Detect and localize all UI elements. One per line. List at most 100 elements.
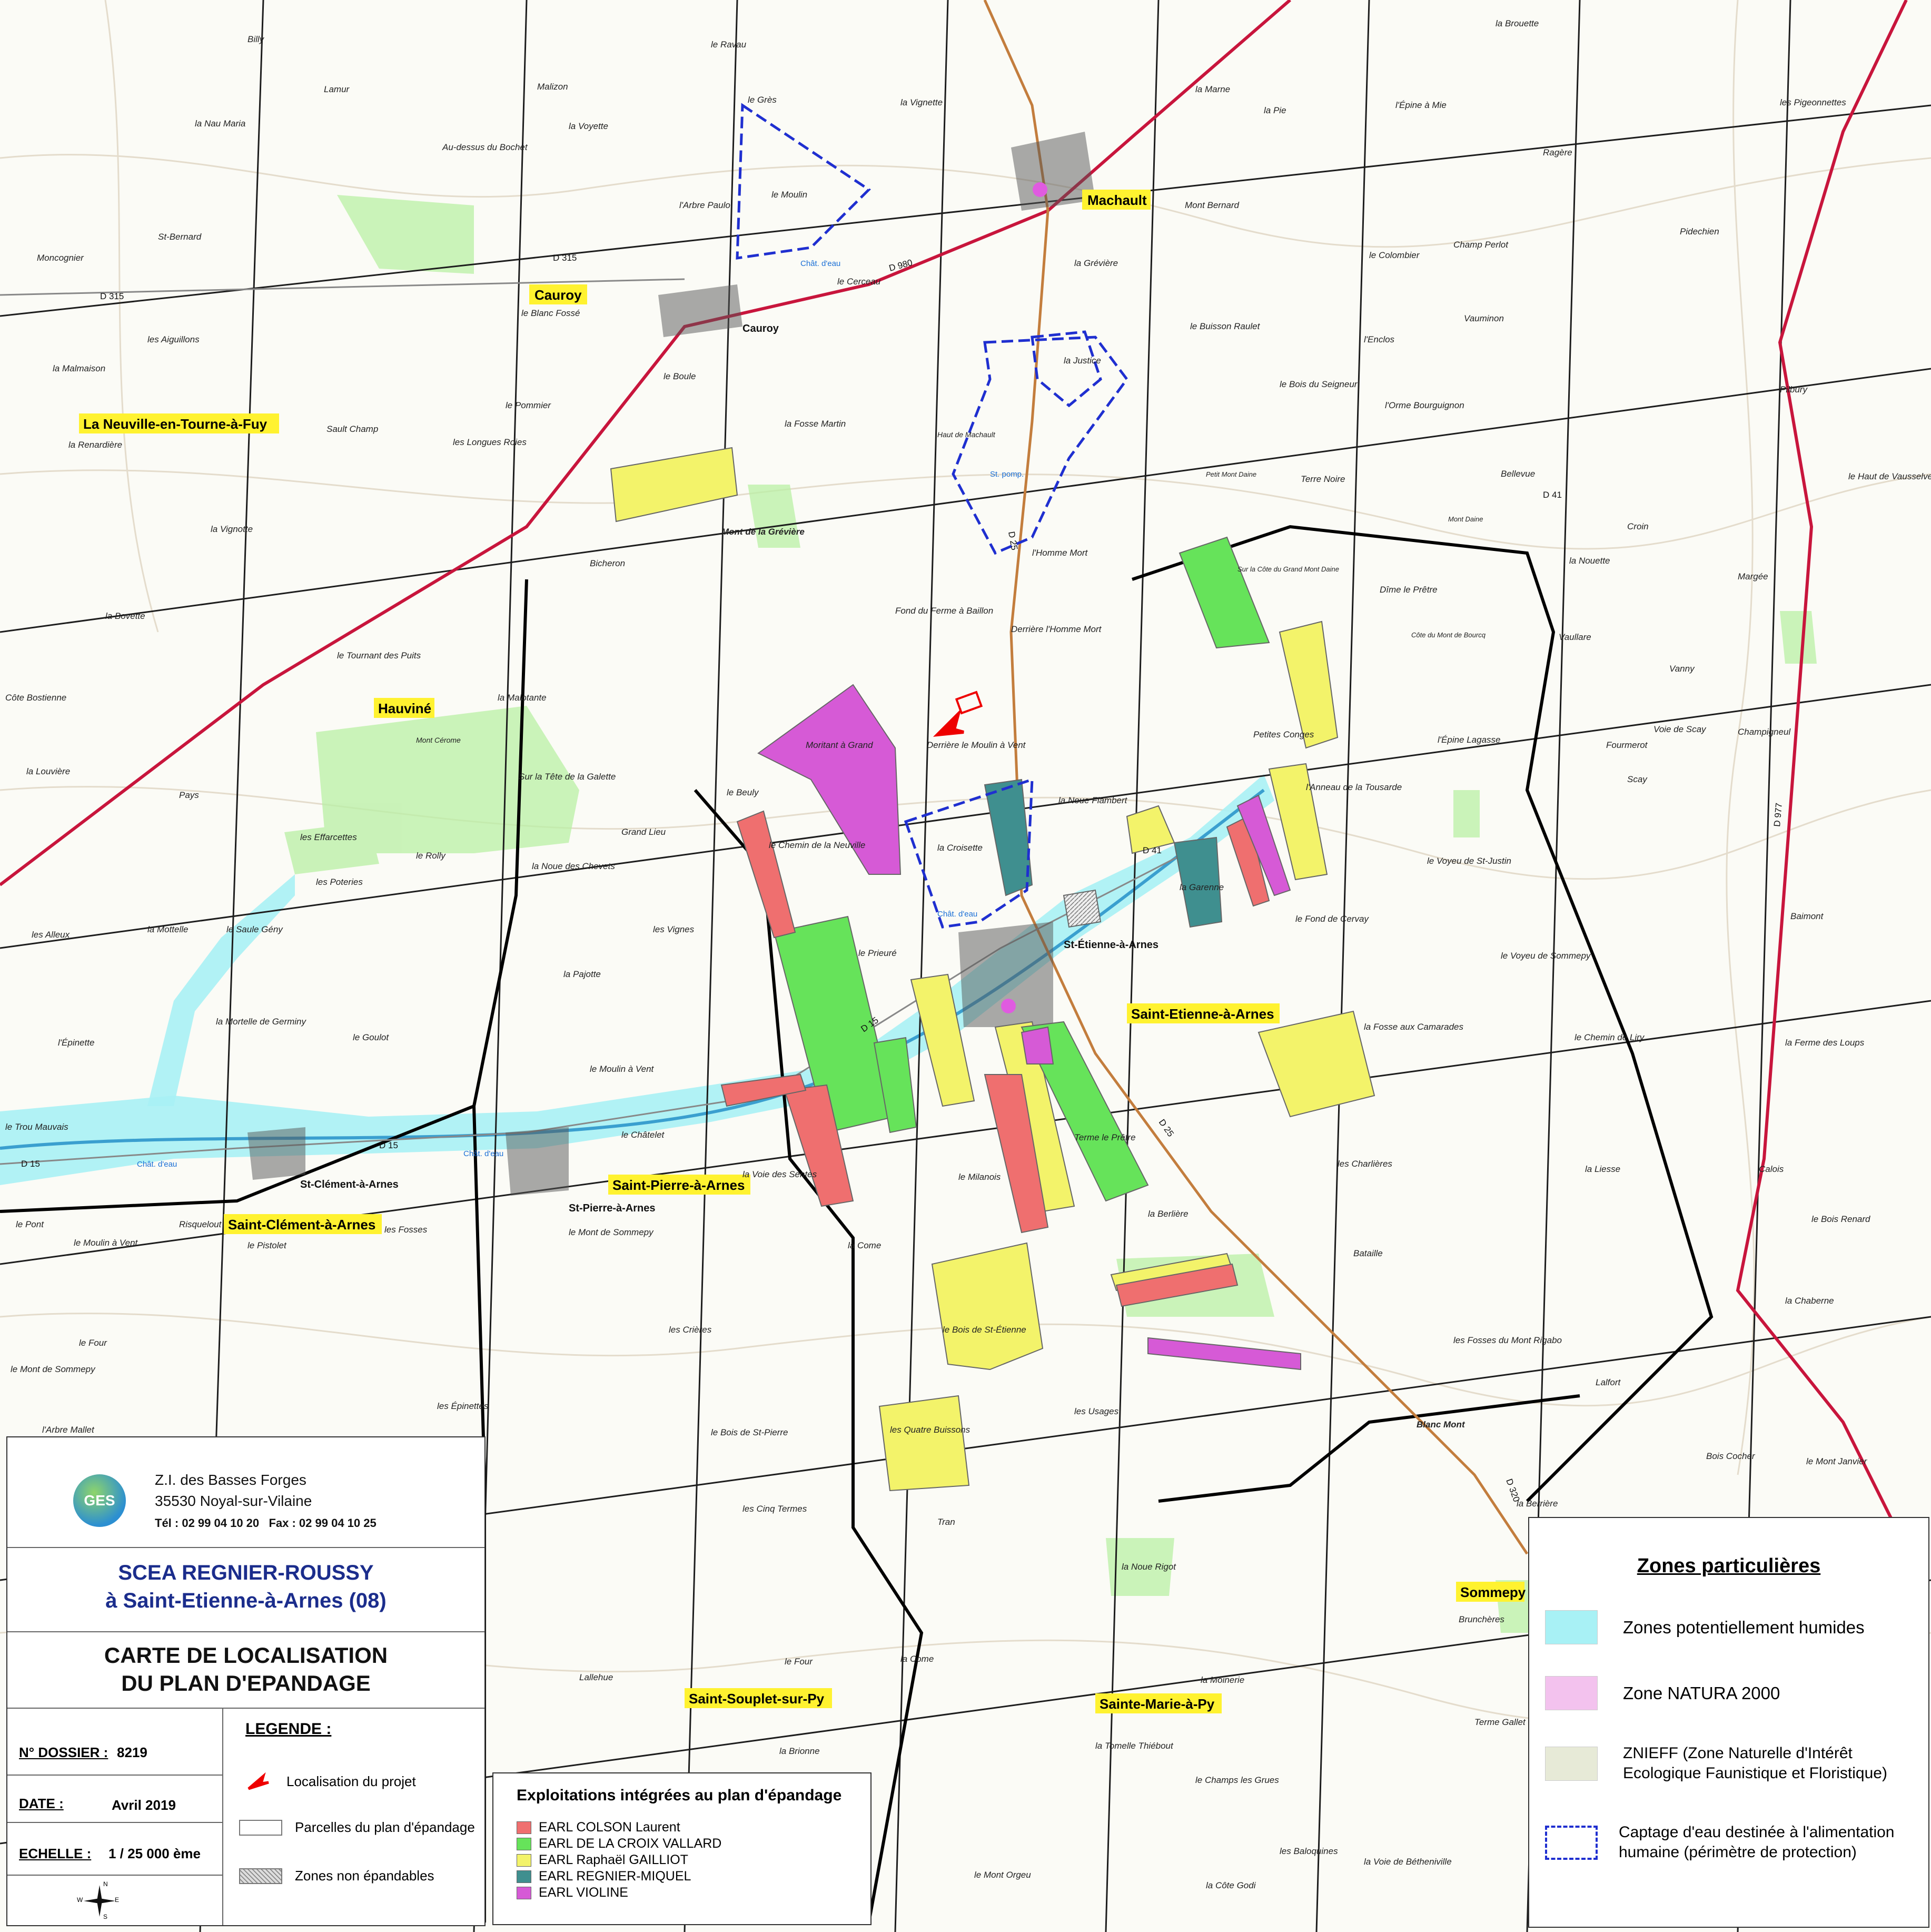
svg-text:Margée: Margée (1738, 571, 1768, 581)
natura-2000-st-etienne (1001, 999, 1016, 1013)
exploitation-item: EARL VIOLINE (517, 1885, 628, 1900)
svg-text:les Aiguillons: les Aiguillons (147, 334, 200, 344)
svg-text:Sur la Côte du Grand Mont Dain: Sur la Côte du Grand Mont Daine (1237, 565, 1339, 573)
svg-text:Billy: Billy (247, 34, 265, 44)
svg-text:la Louvière: la Louvière (26, 766, 70, 776)
svg-text:Saint-Souplet-sur-Py: Saint-Souplet-sur-Py (689, 1691, 825, 1707)
legend-block: LEGENDE : Localisation du projet Parcell… (223, 1709, 484, 1925)
svg-text:Pilbury: Pilbury (1780, 385, 1808, 395)
svg-text:Chât. d'eau: Chât. d'eau (137, 1160, 177, 1169)
village-labels: Cauroy St-Étienne-à-Arnes St-Pierre-à-Ar… (300, 323, 1158, 1214)
svg-text:la Mottelle: la Mottelle (147, 924, 188, 934)
map-title-line2: DU PLAN D'EPANDAGE (121, 1671, 371, 1696)
svg-text:le Blanc Fossé: le Blanc Fossé (521, 308, 580, 318)
wetland-swatch (1545, 1610, 1598, 1644)
exploitation-label: EARL VIOLINE (539, 1885, 628, 1900)
svg-text:la Noue Flambert: la Noue Flambert (1058, 795, 1128, 805)
svg-text:le Chemin de Liry: le Chemin de Liry (1574, 1032, 1645, 1042)
svg-text:le Châtelet: le Châtelet (621, 1130, 665, 1140)
svg-text:Saint-Clément-à-Arnes: Saint-Clément-à-Arnes (228, 1217, 375, 1233)
svg-text:le Moulin: le Moulin (771, 190, 807, 200)
scale-value: 1 / 25 000 ème (108, 1846, 201, 1861)
company-line1: Z.I. des Basses Forges (155, 1472, 306, 1488)
svg-text:Sur la Tête de la Galette: Sur la Tête de la Galette (519, 772, 616, 782)
road-d977 (1736, 0, 1908, 1529)
captage-swatch (1545, 1825, 1598, 1860)
svg-text:Bois Cocher: Bois Cocher (1706, 1451, 1756, 1461)
svg-text:l'Orme Bourguignon: l'Orme Bourguignon (1385, 400, 1464, 410)
svg-text:les Cinq Termes: les Cinq Termes (742, 1504, 807, 1514)
svg-text:les Quatre Buissons: les Quatre Buissons (890, 1425, 971, 1435)
svg-text:D 977: D 977 (1772, 802, 1784, 827)
compass-rose-icon: N S E W (77, 1880, 120, 1920)
svg-text:Au-dessus du Bochet: Au-dessus du Bochet (442, 142, 528, 152)
commune-sommepy: Sommepy (1456, 1582, 1526, 1602)
svg-text:le Ravau: le Ravau (711, 40, 747, 50)
svg-text:Saint-Pierre-à-Arnes: Saint-Pierre-à-Arnes (612, 1177, 745, 1193)
svg-text:la Renardière: la Renardière (68, 440, 122, 450)
svg-text:l'Épinette: l'Épinette (58, 1038, 94, 1048)
zone-wetland: Zones potentiellement humides (1545, 1610, 1865, 1644)
exploitation-swatch (517, 1870, 531, 1883)
svg-text:les Pigeonnettes: les Pigeonnettes (1780, 97, 1846, 107)
svg-text:Sommepy: Sommepy (1460, 1584, 1526, 1600)
svg-text:La Neuville-en-Tourne-à-Fuy: La Neuville-en-Tourne-à-Fuy (83, 416, 268, 432)
svg-text:le Champs les Grues: le Champs les Grues (1195, 1775, 1279, 1785)
svg-text:la Nouette: la Nouette (1569, 556, 1610, 566)
green-zones (284, 195, 1817, 1633)
svg-text:les Usages: les Usages (1074, 1406, 1119, 1416)
svg-text:l'Épine à Mie: l'Épine à Mie (1395, 100, 1447, 110)
svg-text:Malizon: Malizon (537, 82, 568, 92)
natura-2000-machault (1033, 182, 1047, 197)
svg-text:le Prieuré: le Prieuré (858, 948, 897, 958)
svg-text:les Longues Roies: les Longues Roies (453, 437, 527, 447)
svg-text:l'Anneau de la Tousarde: l'Anneau de la Tousarde (1306, 782, 1402, 792)
svg-text:Machault: Machault (1087, 192, 1147, 208)
svg-text:le Bois de St-Pierre: le Bois de St-Pierre (711, 1427, 788, 1437)
road-d315 (0, 278, 685, 296)
svg-text:les Effarcettes: les Effarcettes (300, 832, 357, 842)
zones-panel: Zones particulières Zones potentiellemen… (1528, 1517, 1929, 1928)
legend-item-project: Localisation du projet (245, 1771, 416, 1792)
exploitation-swatch (517, 1886, 531, 1899)
exploitation-label: EARL COLSON Laurent (539, 1820, 680, 1835)
svg-text:le Saule Gény: le Saule Gény (226, 924, 283, 934)
svg-text:le Bois du Seigneur: le Bois du Seigneur (1280, 379, 1358, 389)
znieff-swatch (1545, 1746, 1598, 1781)
svg-text:Lalfort: Lalfort (1596, 1377, 1621, 1387)
svg-text:St-Étienne-à-Arnes: St-Étienne-à-Arnes (1064, 939, 1158, 951)
svg-text:Risquelout: Risquelout (179, 1219, 222, 1229)
meta-block: N° DOSSIER : 8219 DATE : Avril 2019 ECHE… (7, 1709, 223, 1925)
project-location (933, 691, 983, 737)
svg-text:Mont Bernard: Mont Bernard (1185, 200, 1240, 210)
hatch-swatch (239, 1868, 282, 1884)
svg-text:Mont Daine: Mont Daine (1448, 515, 1483, 523)
svg-text:Sault Champ: Sault Champ (326, 424, 378, 434)
svg-text:le Fond de Cervay: le Fond de Cervay (1295, 914, 1369, 924)
svg-text:le Mont Orgeu: le Mont Orgeu (974, 1870, 1031, 1880)
commune-labels: Machault Cauroy La Neuville-en-Tourne-à-… (79, 190, 1526, 1713)
svg-text:les Fosses: les Fosses (384, 1225, 428, 1235)
svg-text:la Malotante: la Malotante (498, 693, 547, 703)
red-arrow-icon (247, 1772, 269, 1790)
svg-text:les Charlières: les Charlières (1338, 1159, 1392, 1169)
svg-text:le Mont Janvier: le Mont Janvier (1806, 1456, 1868, 1466)
svg-text:la Noue des Chevets: la Noue des Chevets (532, 861, 615, 871)
scale-label: ECHELLE : (19, 1846, 92, 1861)
svg-text:les Épinettes: les Épinettes (437, 1401, 489, 1411)
svg-text:St-Pierre-à-Arnes: St-Pierre-à-Arnes (569, 1202, 656, 1214)
water-labels: Chât. d'eau Chât. d'eau Chât. d'eau Chât… (137, 259, 1024, 1169)
svg-text:Petites Conges: Petites Conges (1253, 730, 1314, 740)
svg-text:la Vignotte: la Vignotte (211, 524, 253, 534)
svg-text:Fond du Ferme à Baillon: Fond du Ferme à Baillon (895, 606, 993, 616)
svg-text:le Colombier: le Colombier (1369, 250, 1420, 260)
svg-text:le Boule: le Boule (664, 371, 696, 381)
svg-text:la Voie des Sentes: la Voie des Sentes (742, 1169, 817, 1179)
svg-text:Moncognier: Moncognier (37, 253, 84, 263)
exploitation-label: EARL Raphaël GAILLIOT (539, 1852, 688, 1867)
commune-machault: Machault (1082, 190, 1151, 210)
dossier-label: N° DOSSIER : (19, 1744, 108, 1760)
legend-item-non-epandable: Zones non épandables (239, 1868, 434, 1884)
svg-text:le Haut de Vausselve: le Haut de Vausselve (1848, 471, 1931, 481)
exploitation-swatch (517, 1854, 531, 1867)
